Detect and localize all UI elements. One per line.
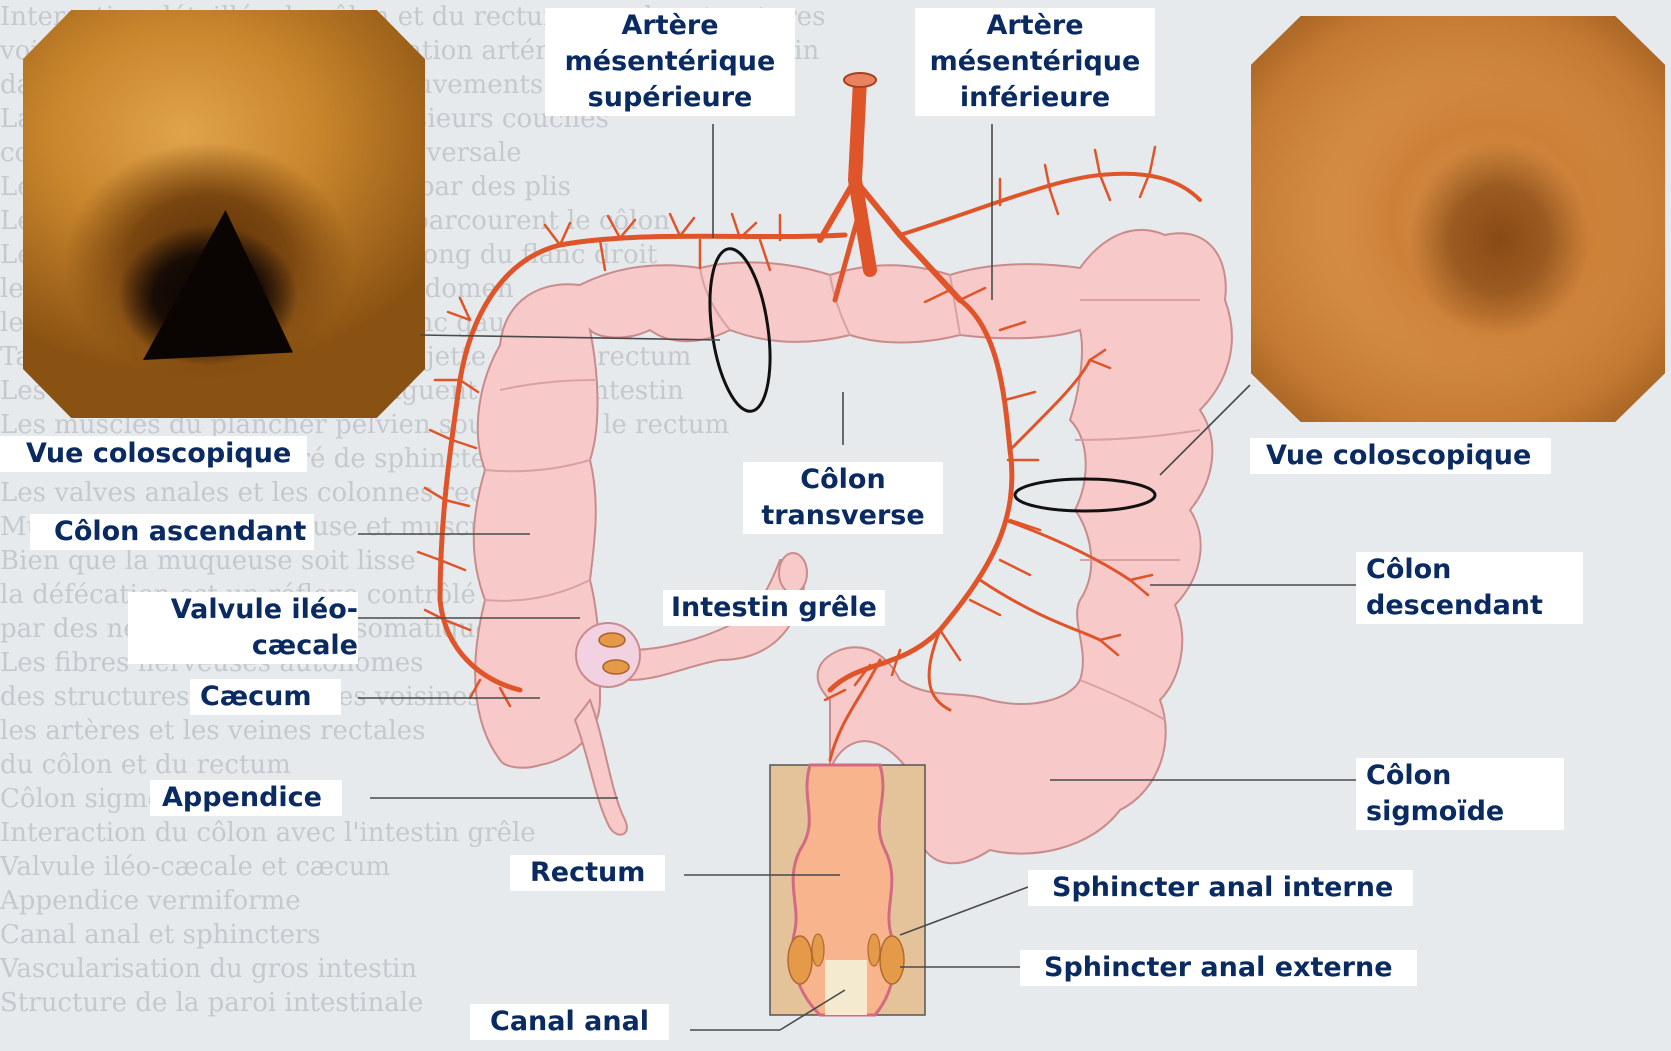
label-vue-coloscopique-left: Vue coloscopique [0,436,307,472]
valve-lip-lower [603,660,629,674]
label-colon-descendant: Côlon descendant [1356,552,1583,624]
label-artere-mesenterique-inferieure: Artère mésentérique inférieure [915,8,1155,116]
label-appendice: Appendice [150,780,342,816]
label-sphincter-anal-interne: Sphincter anal interne [1028,870,1413,906]
label-caecum: Cæcum [190,679,341,715]
label-canal-anal: Canal anal [470,1004,669,1040]
sphincter-right-outer [880,936,904,984]
appendix [575,700,627,835]
label-colon-ascendant: Côlon ascendant [30,514,314,550]
label-vue-coloscopique-right: Vue coloscopique [1250,438,1551,474]
valve-lip-upper [599,633,625,647]
label-valvule-ileo-caecale: Valvule iléo- cæcale [128,592,358,664]
label-colon-sigmoide: Côlon sigmoïde [1356,758,1564,830]
sphincter-left-inner [812,934,824,966]
sphincter-right-inner [868,934,880,966]
anal-canal [825,960,867,1015]
label-intestin-grele: Intestin grêle [663,590,885,626]
sphincter-left-outer [788,936,812,984]
label-rectum: Rectum [510,855,665,891]
label-sphincter-anal-externe: Sphincter anal externe [1020,950,1417,986]
small-intestine-opening [779,553,807,593]
label-colon-transverse: Côlon transverse [743,462,943,534]
label-artere-mesenterique-superieure: Artère mésentérique supérieure [545,8,795,116]
